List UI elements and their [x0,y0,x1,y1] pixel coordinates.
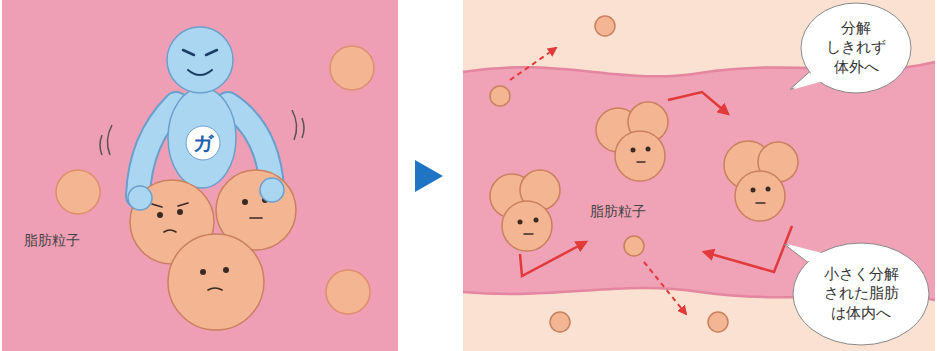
bubble-joint [793,68,830,89]
fat-mouths [152,203,262,290]
face-eye [200,269,206,275]
character-eye [183,50,194,55]
face-mouth [756,202,765,203]
face-eye [242,199,248,205]
small-fat-particle [490,86,510,106]
fat-cluster-part [615,131,665,181]
part-label: 脂肪粒子 [590,203,646,221]
face-eye [177,209,183,215]
face-mouth [524,233,533,234]
cluster-faces [518,147,771,225]
motion-lines [292,110,304,140]
character-mouth [188,70,212,75]
face-eye [766,187,771,192]
small-fat-particle [595,16,615,36]
face-eye [223,267,229,273]
face-eye [646,147,651,152]
emblem-circle [186,126,220,160]
face-brow [152,203,188,207]
cluster-mouths [524,162,765,234]
chest-emblem: ガ [186,126,220,160]
fat-cluster-part [502,201,552,251]
dashed-arrow [510,48,556,80]
motion-lines [100,125,112,155]
character-body [168,88,236,188]
right-panel [463,0,935,351]
part-label: 脂肪粒子 [24,232,80,250]
emblem-text: ガ [193,130,213,156]
character-head [167,27,233,93]
bubble-text: 小さく分解 された脂肪 は体内へ [816,265,906,324]
left-panel [2,0,398,351]
face-eye [518,220,523,225]
absorb-arrows [510,48,686,314]
character-eye [206,50,217,55]
small-fat-particle [708,312,728,332]
step-arrow [415,160,443,192]
fat-cluster-part [735,171,785,221]
dashed-arrow [644,262,686,314]
face-eye [534,218,539,223]
face-eye [631,148,636,153]
squeezed-fat-particles [130,170,296,330]
small-fat-particle [550,312,570,332]
face-mouth [250,217,262,219]
fat-particle [168,234,264,330]
fat-particle [330,46,374,90]
movement-arrows [520,92,792,276]
bubble-text: 分解 しきれず 体外へ [821,19,891,78]
fat-particle [326,270,370,314]
fat-particle [56,170,100,214]
character-hand [260,178,284,202]
face-eye [157,212,163,218]
movement-arrow [668,92,728,114]
bubble-joint [787,244,828,265]
movement-arrow [704,226,792,272]
small-particles [490,16,728,332]
face-mouth [208,288,222,290]
face-eye [751,188,756,193]
character-hand [128,186,152,210]
face-mouth [637,161,645,162]
enzyme-character [100,27,304,196]
fat-faces [157,197,268,275]
small-fat-particle [624,236,644,256]
fat-clusters [490,102,798,251]
speech-bubble: 小さく分解 された脂肪 は体内へ [792,242,930,346]
speech-bubble: 分解 しきれず 体外へ [800,2,912,94]
face-mouth [164,230,176,232]
movement-arrow [520,242,586,276]
